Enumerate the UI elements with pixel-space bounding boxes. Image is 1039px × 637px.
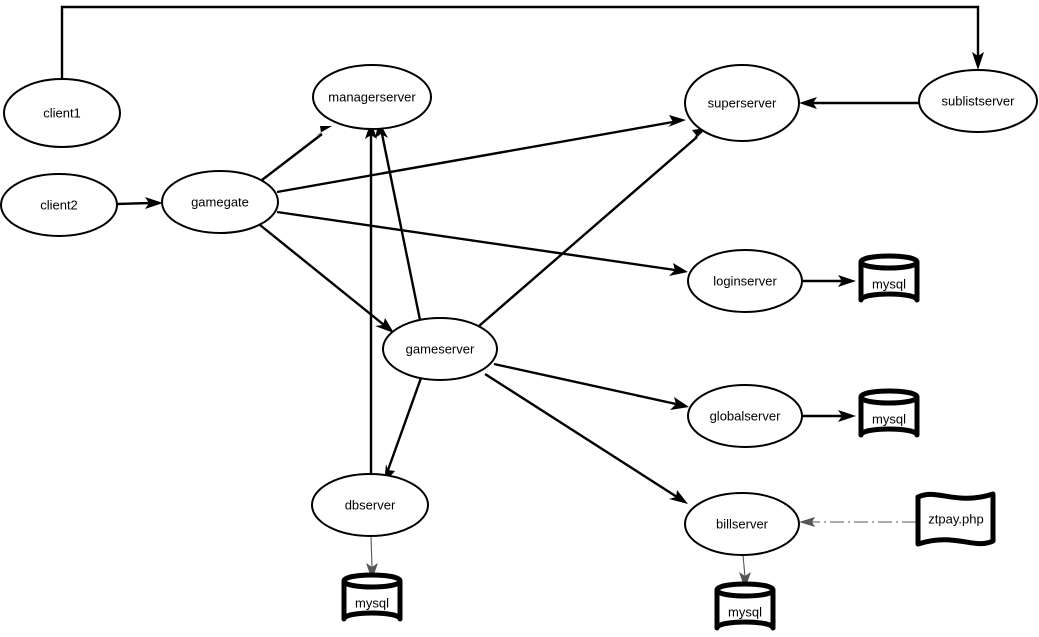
node-gamegate[interactable]: gamegate	[161, 170, 279, 234]
edge-gamegate-to-superserver[interactable]	[276, 115, 686, 194]
node-managerserver[interactable]: managerserver	[312, 64, 432, 130]
edge-dbserver-to-mysql[interactable]	[366, 535, 378, 580]
edge-gamegate-to-managerserver[interactable]	[261, 126, 332, 181]
node-mysql-dbserver[interactable]: mysql	[341, 572, 403, 622]
edge-ztpay-to-billserver[interactable]	[799, 517, 916, 527]
edge-client2-to-gamegate[interactable]	[116, 197, 163, 209]
node-dbserver[interactable]: dbserver	[311, 473, 429, 537]
edge-layer	[60, 5, 984, 589]
node-mysql-billserver[interactable]: mysql	[714, 581, 776, 631]
node-ztpay-php[interactable]: ztpay.php	[915, 491, 996, 547]
edge-gameserver-to-dbserver[interactable]	[384, 377, 423, 483]
edge-client1-to-sublistserver[interactable]	[60, 5, 984, 79]
node-mysql-globalserver[interactable]: mysql	[858, 388, 920, 438]
node-mysql-loginserver[interactable]: mysql	[858, 253, 920, 303]
edge-gamegate-to-loginserver[interactable]	[276, 210, 688, 276]
node-client2[interactable]: client2	[0, 173, 118, 237]
node-sublistserver[interactable]: sublistserver	[918, 69, 1038, 133]
edge-gameserver-to-billserver[interactable]	[484, 372, 688, 504]
node-globalserver[interactable]: globalserver	[687, 384, 803, 448]
edge-globalserver-to-mysql[interactable]	[802, 410, 856, 422]
edge-dbserver-to-managerserver[interactable]	[365, 121, 377, 474]
node-loginserver[interactable]: loginserver	[687, 249, 803, 313]
edge-loginserver-to-mysql[interactable]	[802, 275, 856, 287]
edge-sublistserver-to-superserver[interactable]	[799, 97, 919, 109]
edge-gamegate-to-gameserver[interactable]	[259, 224, 394, 333]
edge-gameserver-to-globalserver[interactable]	[493, 362, 689, 410]
node-client1[interactable]: client1	[3, 78, 121, 148]
edge-gameserver-to-superserver[interactable]	[478, 128, 707, 327]
node-gameserver[interactable]: gameserver	[382, 317, 498, 381]
edge-gameserver-to-managerserver[interactable]	[375, 121, 422, 321]
node-billserver[interactable]: billserver	[684, 492, 800, 556]
node-superserver[interactable]: superserver	[684, 64, 800, 142]
edge-billserver-to-mysql[interactable]	[739, 554, 751, 589]
